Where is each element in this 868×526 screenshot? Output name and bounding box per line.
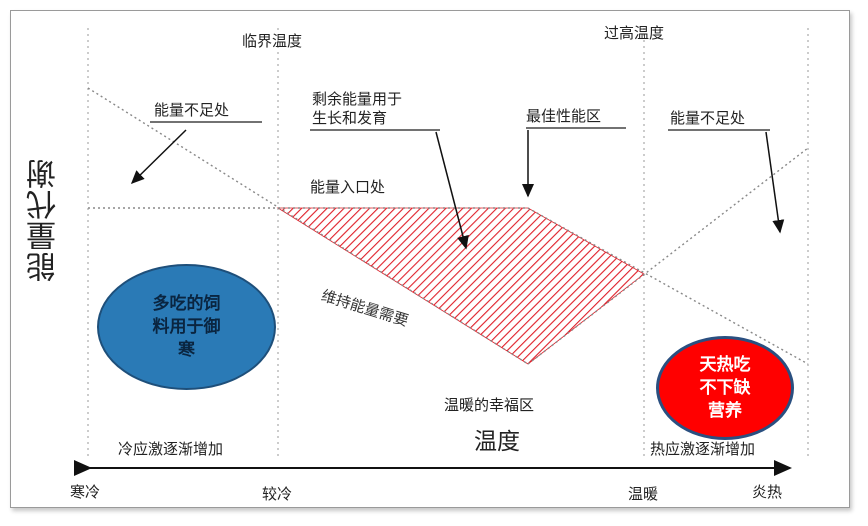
arrow-energy-short-right: [765, 131, 785, 234]
blue-bubble-line3: 寒: [178, 339, 195, 360]
red-bubble-line1: 天热吃: [699, 354, 751, 375]
arrow-surplus: [435, 131, 469, 250]
blue-bubble: 多吃的饲 料用于御 寒: [97, 264, 276, 390]
surplus-label-line2: 生长和发育: [312, 109, 388, 127]
cold-stress-label: 冷应激逐渐增加: [118, 440, 224, 458]
x-tick-cold: 寒冷: [70, 483, 101, 501]
arrow-energy-short-left: [130, 129, 187, 185]
critical-temp-label: 临界温度: [242, 32, 303, 50]
maintenance-line-heat: [527, 147, 809, 365]
x-tick-hot: 炎热: [752, 483, 783, 501]
red-bubble-line3: 营养: [708, 400, 742, 421]
red-bubble-line2: 不下缺: [699, 377, 751, 398]
maintenance-line-cold: [87, 87, 529, 365]
over-temp-label: 过高温度: [604, 24, 665, 42]
energy-entry-label: 能量入口处: [310, 178, 386, 196]
x-tick-warm: 温暖: [628, 485, 659, 503]
blue-bubble-line1: 多吃的饲: [152, 293, 221, 314]
x-tick-cool: 较冷: [262, 485, 293, 503]
surplus-label-line1: 剩余能量用于: [312, 90, 403, 108]
red-bubble: 天热吃 不下缺 营养: [656, 336, 794, 440]
y-axis-label: 能量代谢: [27, 158, 62, 282]
optimal-zone-label: 最佳性能区: [526, 107, 602, 125]
energy-short-left-label: 能量不足处: [154, 101, 230, 119]
happy-zone-label: 温暖的幸福区: [444, 396, 535, 414]
blue-bubble-line2: 料用于御: [152, 316, 221, 337]
x-axis-label: 温度: [474, 429, 520, 455]
heat-stress-label: 热应激逐渐增加: [650, 440, 756, 458]
intake-decline-line: [527, 207, 809, 365]
energy-short-right-label: 能量不足处: [670, 109, 746, 127]
